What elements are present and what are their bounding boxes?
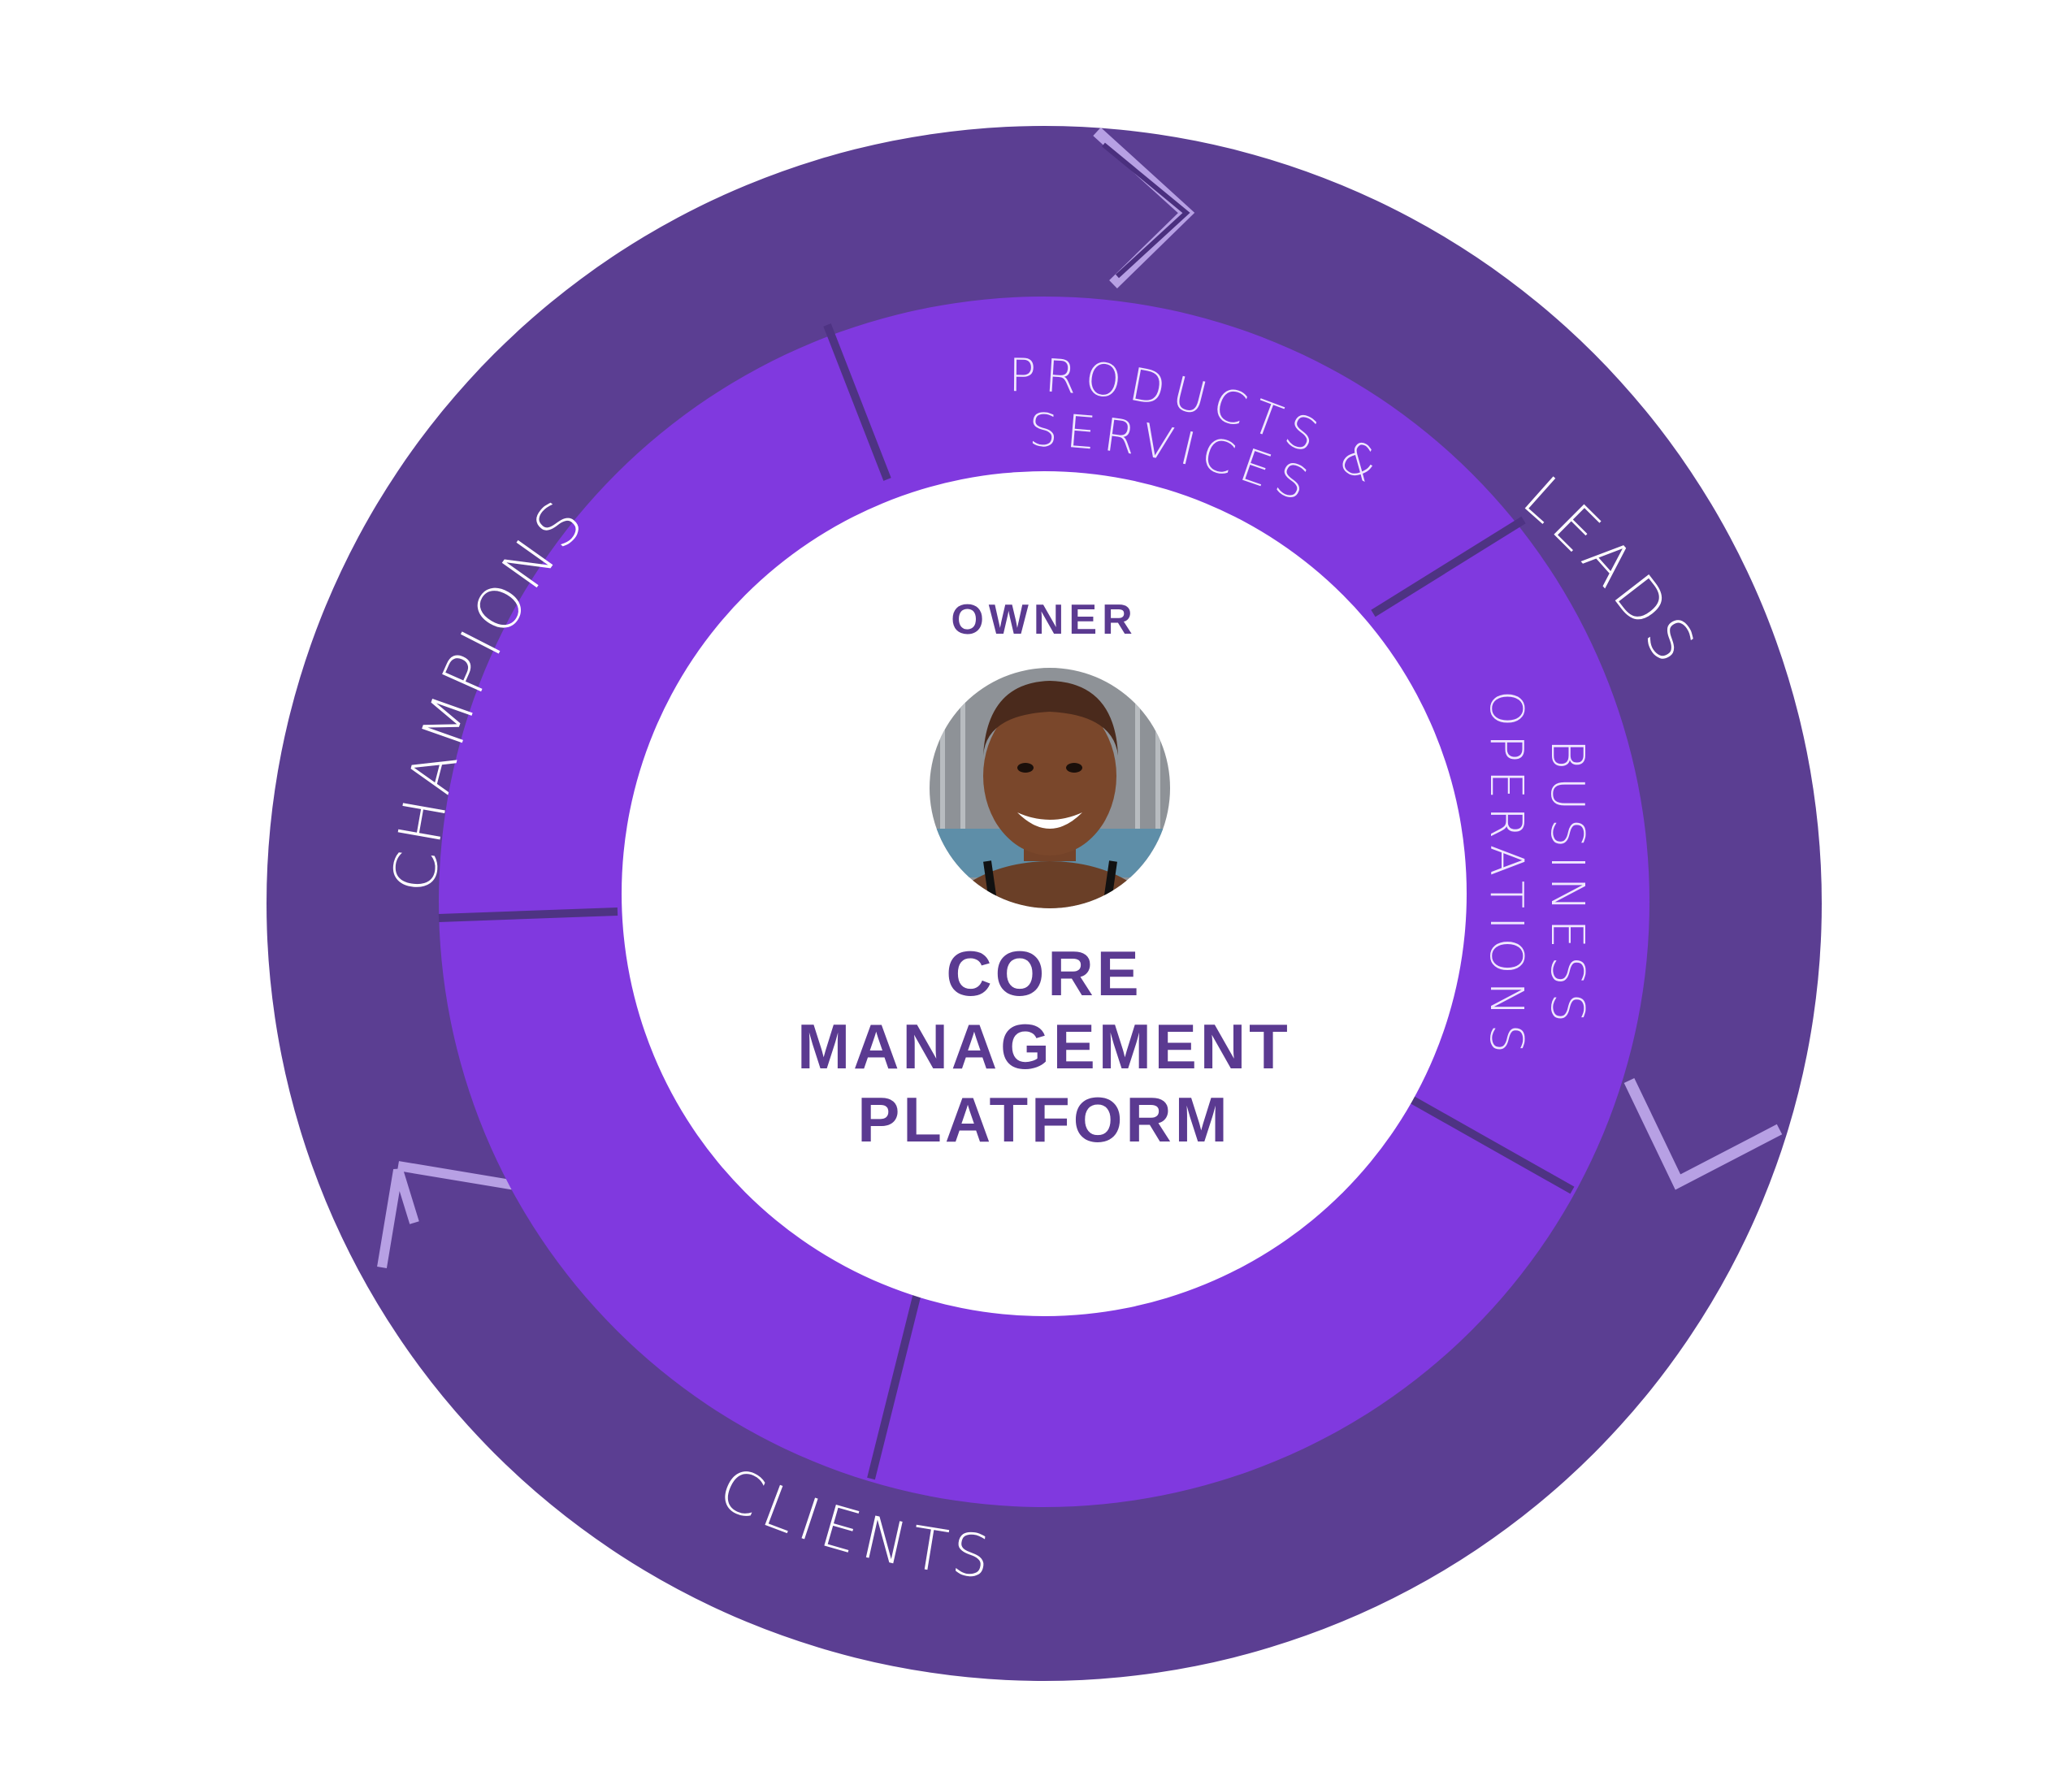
label-business: BUSINESS <box>1541 739 1593 1030</box>
label-operations: OPERATIONS <box>1480 691 1532 1061</box>
divider-3 <box>1407 1094 1575 1194</box>
platform-title-line3: PLATFORM <box>857 1084 1230 1155</box>
divider-4 <box>867 1282 924 1480</box>
platform-title-line2: MANAGEMENT <box>797 1011 1291 1082</box>
arrow-seam-right <box>1623 1077 1783 1190</box>
owner-role-label: OWNER <box>951 596 1137 643</box>
arrow-seam-left-line <box>397 1161 521 1191</box>
divider-1 <box>823 323 891 481</box>
divider-2 <box>1371 516 1526 617</box>
arrow-seam-top-shadow <box>1102 142 1190 279</box>
platform-title-line1: CORE <box>946 938 1142 1009</box>
divider-5 <box>438 907 618 922</box>
